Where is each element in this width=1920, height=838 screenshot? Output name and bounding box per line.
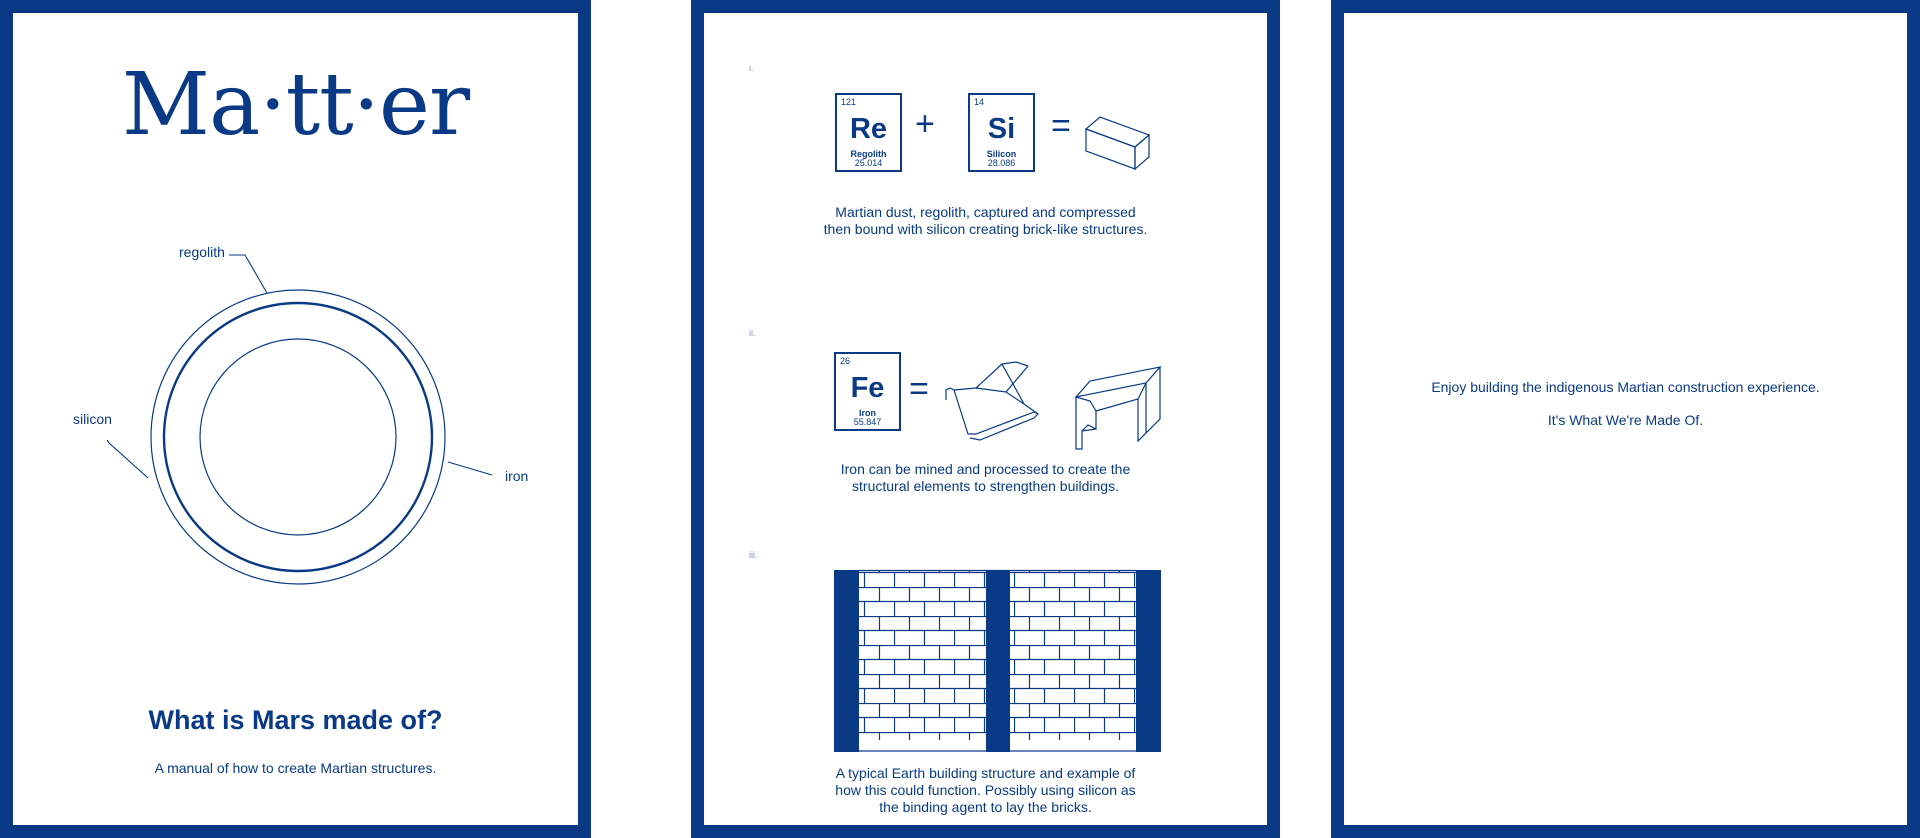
caption-line: then bound with silicon creating brick-l… [823, 221, 1148, 237]
page-subtitle: A manual of how to create Martian struct… [154, 760, 437, 776]
brick-infill-left [859, 570, 986, 740]
caption-line: Martian dust, regolith, captured and com… [835, 204, 1136, 220]
caption-wall: A typical Earth building structure and e… [704, 765, 1267, 816]
equals-sign: = [909, 370, 929, 408]
caption-iron: Iron can be mined and processed to creat… [704, 461, 1267, 495]
label-silicon: silicon [73, 411, 112, 427]
element-name: Regolith [850, 149, 887, 159]
outer-ring [150, 289, 446, 585]
element-symbol: Si [987, 113, 1016, 145]
column-left [834, 570, 859, 752]
section-numeral-i: i. [749, 63, 754, 73]
silicon-leader [106, 439, 149, 479]
layers-diagram [106, 254, 493, 585]
label-regolith: regolith [179, 244, 225, 260]
section-numeral-iii: iii. [749, 550, 758, 560]
element-weight: 28.086 [987, 158, 1016, 168]
brick-icon [1084, 116, 1151, 171]
element-name: Silicon [986, 149, 1017, 159]
closing-line: Enjoy building the indigenous Martian co… [1431, 379, 1820, 395]
closing-tagline: It's What We're Made Of. [1547, 412, 1704, 428]
equals-sign: = [1051, 107, 1071, 145]
section-numeral-ii: ii. [749, 328, 756, 338]
label-iron: iron [505, 468, 529, 484]
steel-channel-beam-icon [945, 361, 1039, 441]
plus-sign: + [915, 105, 935, 143]
regolith-leader [229, 254, 268, 294]
column-right [1136, 570, 1161, 752]
element-number: 14 [974, 97, 985, 107]
caption-line: structural elements to strengthen buildi… [852, 478, 1119, 494]
caption-line: A typical Earth building structure and e… [835, 765, 1136, 781]
matter-wordmark: Ma·tt·er [121, 55, 470, 155]
page-question: What is Mars made of? [148, 705, 443, 735]
caption-line: how this could function. Possibly using … [835, 782, 1136, 798]
element-name: Iron [859, 408, 876, 418]
element-tile-regolith: 121 Re Regolith 25.014 [835, 93, 902, 172]
page-closing: Enjoy building the indigenous Martian co… [1331, 0, 1920, 838]
caption-line: the binding agent to lay the bricks. [879, 799, 1092, 815]
inner-ring [199, 338, 397, 536]
element-number: 121 [841, 97, 857, 107]
page-cover: Ma·tt·er regolith silicon iron What is M… [0, 0, 591, 838]
element-number: 26 [840, 356, 851, 366]
caption-bricks: Martian dust, regolith, captured and com… [704, 204, 1267, 238]
brick-wall-illustration [834, 569, 1161, 752]
brick-infill-right [1010, 570, 1136, 740]
element-weight: 55.847 [853, 417, 882, 427]
steel-beam-icon [1074, 366, 1162, 450]
element-tile-iron: 26 Fe Iron 55.847 [834, 352, 901, 431]
caption-line: Iron can be mined and processed to creat… [840, 461, 1131, 477]
element-weight: 25.014 [854, 158, 883, 168]
element-symbol: Re [849, 113, 888, 145]
iron-leader [447, 461, 493, 476]
element-symbol: Fe [850, 372, 885, 404]
column-middle [986, 570, 1010, 752]
page-instructions: i. 121 Re Regolith 25.014 + 14 Si Silico… [691, 0, 1280, 838]
element-tile-silicon: 14 Si Silicon 28.086 [968, 93, 1035, 172]
middle-ring [162, 301, 434, 573]
